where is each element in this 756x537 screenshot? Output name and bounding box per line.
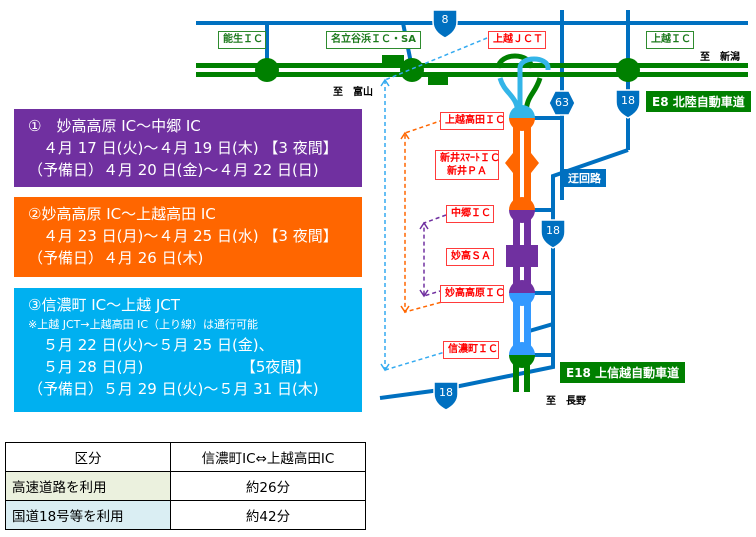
myoko-sa-label: 妙高ＳＡ: [446, 248, 494, 266]
route-18-shield-bottom: [433, 381, 459, 411]
route-18-road-south: [379, 324, 555, 400]
arai-pa-east: [531, 153, 539, 173]
route-18-shield-mid: [540, 219, 566, 249]
arai-smart-ic-label: 新井ｽﾏｰﾄＩＣ: [440, 153, 500, 164]
e18-road-name: E18 上信越自動車道: [560, 362, 686, 383]
section-2-range-arrow: [404, 119, 444, 313]
panel-1-title: ① 妙高高原 IC～中郷 IC: [28, 117, 201, 135]
panel-3-reserve: （予備日）５月 29 日(火)～５月 31 日(木): [28, 380, 319, 398]
route-map: [196, 9, 748, 411]
e8-road-name: E8 北陸自動車道: [646, 91, 751, 112]
panel-1-reserve: （予備日）４月 20 日(金)～４月 22 日(日): [28, 161, 319, 179]
route-18-number-mid: 18: [546, 224, 560, 237]
travel-time-table: 区分 信濃町IC⇔上越高田IC 高速道路を利用 約26分 国道18号等を利用 約…: [5, 442, 366, 530]
myoko-kogen-ic-label: 妙高高原ＩＣ: [440, 285, 505, 303]
panel-1-dates: ４月 17 日(火)～４月 19 日(木) 【3 夜間】: [28, 139, 338, 157]
shinano-ic-label: 信濃町ＩＣ: [443, 341, 499, 359]
panel-2-reserve: （予備日）４月 26 日(木): [28, 249, 204, 267]
table-row: 国道18号等を利用 約42分: [5, 500, 366, 530]
nou-ic-node: [255, 58, 279, 82]
route-63-number: 63: [555, 96, 569, 109]
route-8-shield: [432, 9, 458, 39]
joetsu-jct-label: 上越ＪＣＴ: [488, 31, 546, 49]
e8-expressway: [196, 55, 748, 85]
closure-panel-3: ③信濃町 IC～上越 JCT ※上越 JCT→上越高田 IC（上り線）は通行可能…: [14, 288, 362, 412]
table-header-route: 信濃町IC⇔上越高田IC: [170, 442, 366, 472]
table-header-category: 区分: [5, 442, 171, 472]
nadachi-ic-node: [400, 58, 424, 82]
nakago-ic-label: 中郷ＩＣ: [446, 205, 494, 223]
arai-pa-label: 新井ＰＡ: [447, 166, 487, 177]
jct-leader-line: [384, 37, 488, 81]
arai-label: 新井ｽﾏｰﾄＩＣ 新井ＰＡ: [435, 150, 500, 180]
e18-expressway: [505, 105, 539, 392]
closure-panel-1: ① 妙高高原 IC～中郷 IC ４月 17 日(火)～４月 19 日(木) 【3…: [14, 109, 362, 187]
closure-panel-2: ②妙高高原 IC～上越高田 IC ４月 23 日(月)～４月 25 日(水) 【…: [14, 197, 362, 277]
route-8-number: 8: [441, 13, 449, 26]
nadachi-sa-lower: [428, 75, 448, 85]
row-value-route18: 約42分: [170, 500, 366, 530]
dest-niigata: 至 新潟: [700, 52, 740, 63]
panel-2-dates: ４月 23 日(月)～４月 25 日(水) 【3 夜間】: [28, 227, 338, 245]
nakago-ic-node: [509, 210, 535, 223]
dest-nagano: 至 長野: [546, 396, 586, 407]
row-value-expressway: 約26分: [170, 471, 366, 501]
route-63-shield: [548, 90, 576, 116]
section-range-arrows: [384, 37, 488, 371]
nadachi-ic-sa-label: 名立谷浜ＩＣ・SA: [326, 31, 421, 49]
section-1-range-arrow: [423, 214, 447, 298]
panel-3-note: ※上越 JCT→上越高田 IC（上り線）は通行可能: [28, 318, 258, 331]
nou-ic-label: 能生ＩＣ: [218, 31, 266, 49]
row-label-route18: 国道18号等を利用: [5, 500, 171, 530]
detour-road: [518, 148, 629, 336]
arai-pa-west: [505, 153, 513, 173]
myoko-kogen-ic-node: [509, 293, 535, 306]
panel-2-title: ②妙高高原 IC～上越高田 IC: [28, 205, 216, 223]
route-18-shield-top: [615, 89, 641, 119]
takada-ic-node: [509, 118, 535, 131]
panel-3-title: ③信濃町 IC～上越 JCT: [28, 296, 180, 314]
panel-3-dates-2: ５月 28 日(月) 【5夜間】: [28, 358, 311, 376]
dest-toyama: 至 富山: [333, 87, 373, 98]
detour-label: 迂回路: [563, 169, 606, 187]
table-row: 高速道路を利用 約26分: [5, 471, 366, 501]
nadachi-sa-upper: [382, 55, 404, 65]
route-18-number-bottom: 18: [439, 386, 453, 399]
table-header-row: 区分 信濃町IC⇔上越高田IC: [5, 442, 366, 472]
takada-ic-label: 上越高田ＩＣ: [440, 112, 505, 130]
route-18-number-top: 18: [621, 94, 635, 107]
shinano-ic-node: [509, 355, 535, 368]
joetsu-ic-label: 上越ＩＣ: [646, 31, 694, 49]
joetsu-ic-node: [616, 58, 640, 82]
row-label-expressway: 高速道路を利用: [5, 471, 171, 501]
panel-3-dates: ５月 22 日(火)～５月 25 日(金)、: [28, 336, 274, 354]
